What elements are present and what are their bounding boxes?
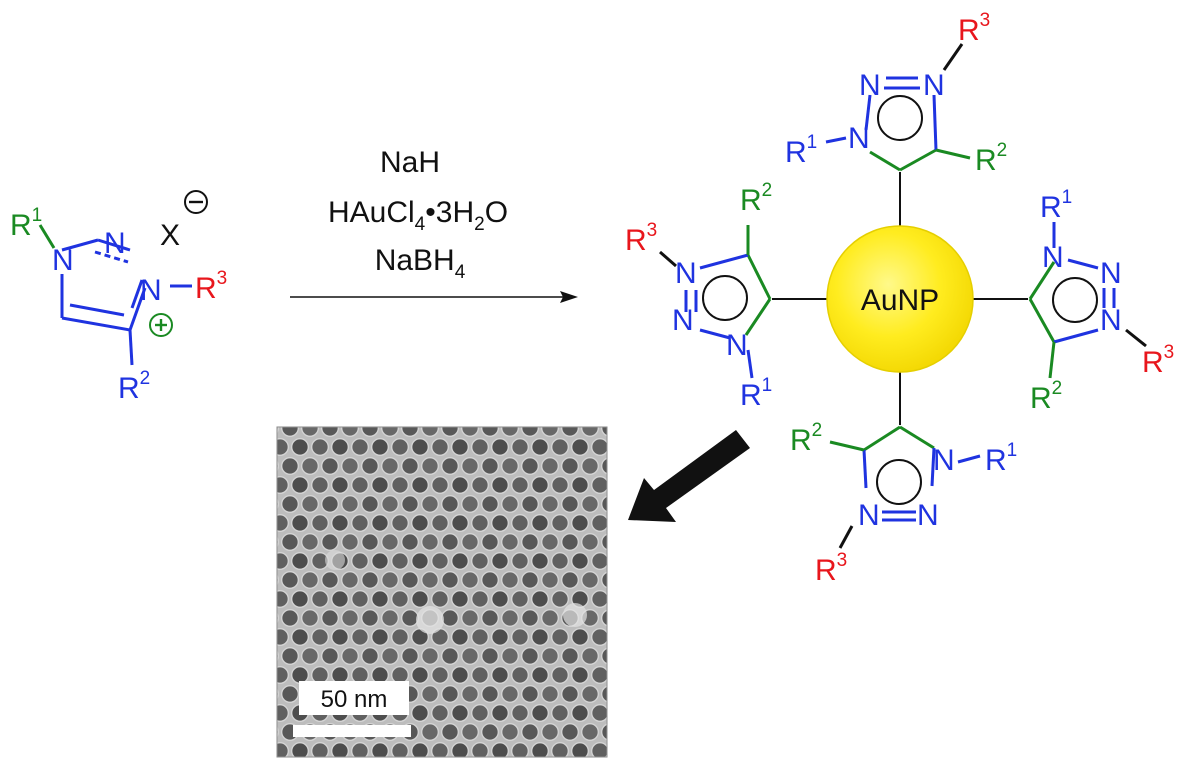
counter-anion-label: X	[160, 219, 180, 252]
top-r2-label: R2	[975, 140, 1007, 177]
functionalized-aunp: AuNP N N N R3 R1 R2	[625, 10, 1174, 587]
negative-charge-icon	[184, 190, 208, 214]
r3-label: R3	[195, 268, 227, 305]
reaction-arrow	[290, 291, 578, 303]
top-r1-label: R1	[785, 132, 817, 169]
scale-bar-label: 50 nm	[321, 686, 388, 713]
n2-atom: N	[104, 227, 126, 260]
n1-atom: N	[52, 244, 74, 277]
bottom-r2-label: R2	[790, 420, 822, 457]
positive-charge-icon	[149, 313, 173, 337]
bottom-r1-label: R1	[985, 440, 1017, 477]
aunp-label: AuNP	[861, 284, 939, 317]
bottom-n-lower-right: N	[917, 499, 939, 532]
left-n-lower: N	[672, 304, 694, 337]
top-r3-label: R3	[958, 10, 990, 47]
gold-nanoparticle	[826, 225, 974, 373]
bottom-r3-label: R3	[815, 550, 847, 587]
reagents: NaH HAuCl4•3H2O NaBH4	[328, 146, 508, 283]
scale-bar-label-box	[299, 681, 409, 715]
tem-micrograph: 50 nm	[276, 426, 608, 758]
triazolylidene-bottom: N N N R2 R1 R3	[790, 420, 1017, 587]
triazolylidene-left: N N N R2 R3 R1	[625, 180, 772, 412]
bottom-n-lower-left: N	[858, 499, 880, 532]
right-r1-label: R1	[1040, 187, 1072, 224]
bottom-n-right: N	[933, 444, 955, 477]
top-n-upper-right: N	[923, 69, 945, 102]
n3-atom: N	[140, 274, 162, 307]
linker-bonds	[772, 172, 1028, 425]
top-n-upper-left: N	[859, 69, 881, 102]
r2-label: R2	[118, 368, 150, 405]
scale-bar	[293, 725, 411, 737]
reagent-haucl4: HAuCl4•3H2O	[328, 196, 508, 235]
reagent-nabh4: NaBH4	[375, 244, 466, 283]
triazolylidene-right: N N N R1 R3 R2	[1028, 187, 1174, 415]
tem-pointer-arrow	[628, 430, 750, 522]
reagent-nah: NaH	[380, 146, 440, 179]
triazolium-salt: R1 N N N R3 R2 X	[10, 190, 227, 405]
left-n-upper: N	[675, 257, 697, 290]
triazolium-ring-bonds	[38, 224, 192, 366]
top-n-lower-left: N	[848, 122, 870, 155]
left-n-bottom: N	[726, 329, 748, 362]
right-n-top: N	[1042, 241, 1064, 274]
left-r1-label: R1	[740, 375, 772, 412]
right-r2-label: R2	[1030, 378, 1062, 415]
right-r3-label: R3	[1142, 342, 1174, 379]
left-r2-label: R2	[740, 180, 772, 217]
triazolylidene-top: N N N R3 R1 R2	[785, 10, 1007, 177]
left-r3-label: R3	[625, 220, 657, 257]
r1-label: R1	[10, 205, 42, 242]
right-n-upper: N	[1100, 257, 1122, 290]
right-n-lower: N	[1100, 304, 1122, 337]
